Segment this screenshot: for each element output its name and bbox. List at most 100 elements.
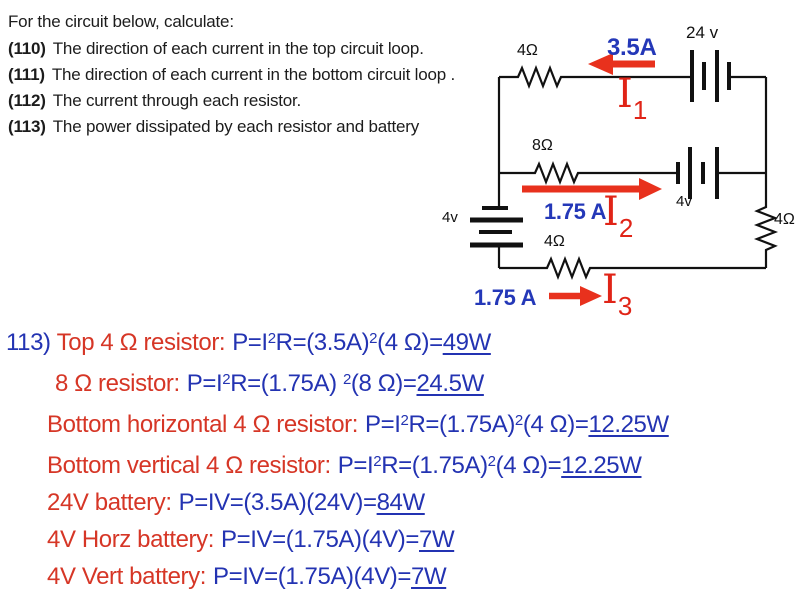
arrow-head	[580, 286, 602, 306]
equation-part: (4 Ω)=	[377, 329, 443, 356]
solution-label: 4V Vert battery:	[47, 563, 207, 590]
problem-item: (113) The power dissipated by each resist…	[8, 114, 488, 140]
current-symbol: I	[617, 71, 633, 117]
solution-result: 49W	[442, 329, 492, 356]
current-value-i1: 3.5A	[607, 34, 657, 61]
solution-result: 12.25W	[561, 452, 642, 479]
equation-superscript: 2	[400, 412, 409, 429]
problem-item-text: The current through each resistor.	[52, 91, 302, 110]
solution-line-bottom-horizontal-4ohm: Bottom horizontal 4 Ω resistor:P=I2R=(1.…	[6, 402, 786, 443]
solution-equation: P=I2R=(1.75A)2(4 Ω)=12.25W	[365, 411, 669, 438]
solution-label: 8 Ω resistor:	[55, 370, 180, 397]
battery-4v-vertical	[470, 206, 523, 248]
battery-label-24v: 24 v	[686, 23, 719, 42]
equation-superscript: 2	[514, 412, 523, 429]
equation-part: P=I	[365, 411, 401, 438]
equation-superscript: 2	[267, 330, 276, 347]
equation-superscript: 2	[342, 371, 351, 388]
arrow-head	[588, 53, 613, 75]
problem-item-text: The power dissipated by each resistor an…	[52, 117, 420, 136]
equation-superscript: 2	[373, 453, 382, 470]
equation-part: P=IV=(1.75A)(4V)=	[221, 526, 419, 553]
current-value-i2: 1.75 A	[544, 199, 607, 224]
problem-item-number: (111)	[8, 65, 45, 84]
problem-title: For the circuit below, calculate:	[8, 12, 234, 31]
solution-result: 7W	[411, 563, 447, 590]
solution-equation: P=I2R=(3.5A)2(4 Ω)=49W	[232, 329, 491, 356]
solution-label: Bottom vertical 4 Ω resistor:	[47, 452, 331, 479]
problem-item-number: (112)	[8, 91, 46, 110]
current-arrow-i1	[588, 53, 655, 75]
right-wire-and-resistor	[753, 77, 779, 268]
current-symbol: I	[602, 267, 618, 313]
problem-item-text: The direction of each current in the top…	[52, 39, 424, 58]
circuit-diagram	[470, 50, 779, 306]
solution-result: 7W	[419, 526, 455, 553]
middle-wire-and-resistor	[499, 160, 766, 186]
equation-part: (4 Ω)=	[495, 452, 562, 479]
bottom-wire-and-resistor	[499, 255, 766, 281]
problem-item-number: (110)	[8, 39, 46, 58]
current-subscript: 2	[618, 213, 634, 243]
equation-part: (8 Ω)=	[350, 370, 417, 397]
equation-part: P=I	[337, 452, 374, 479]
battery-label-4v-vert: 4v	[442, 209, 458, 226]
solution-equation: P=IV=(3.5A)(24V)=84W	[178, 489, 426, 516]
resistor-label-bottom-4ohm: 4Ω	[544, 233, 565, 250]
solution-equation: P=I2R=(1.75A) 2(8 Ω)=24.5W	[187, 370, 484, 397]
equation-part: P=I	[232, 329, 268, 356]
current-subscript: 3	[617, 291, 633, 321]
solution-line-4v-horz-battery: 4V Horz battery:P=IV=(1.75A)(4V)=7W	[6, 521, 786, 558]
equation-superscript: 2	[487, 453, 496, 470]
arrow-head	[639, 178, 662, 200]
equation-part: P=I	[186, 370, 223, 397]
current-subscript: 1	[632, 95, 648, 125]
problem-item: (112) The current through each resistor.	[8, 88, 488, 114]
equation-superscript: 2	[222, 371, 231, 388]
solution-equation: P=IV=(1.75A)(4V)=7W	[221, 526, 455, 553]
problem-item: (111) The direction of each current in th…	[8, 62, 488, 88]
solution-prefix: 113)	[6, 329, 51, 356]
equation-part: P=IV=(1.75A)(4V)=	[213, 563, 412, 590]
problem-item: (110) The direction of each current in th…	[8, 36, 488, 62]
solution-label: 4V Horz battery:	[47, 526, 215, 553]
solution-equation: P=IV=(1.75A)(4V)=7W	[213, 563, 447, 590]
current-arrow-i3	[549, 286, 602, 306]
equation-part: R=(1.75A)	[408, 411, 515, 438]
equation-part: R=(1.75A)	[230, 370, 343, 397]
current-value-i3: 1.75 A	[474, 285, 537, 310]
problem-item-number: (113)	[8, 117, 46, 136]
solution-line-top-4ohm-resistor: 113)Top 4 Ω resistor:P=I2R=(3.5A)2(4 Ω)=…	[6, 320, 786, 361]
battery-4v-horizontal	[676, 147, 719, 199]
solution-line-bottom-vertical-4ohm: Bottom vertical 4 Ω resistor:P=I2R=(1.75…	[6, 443, 786, 484]
solution-label: Top 4 Ω resistor:	[56, 329, 226, 356]
equation-part: P=IV=(3.5A)(24V)=	[178, 489, 377, 516]
resistor-label-top-4ohm: 4Ω	[517, 42, 538, 59]
equation-part: R=(3.5A)	[275, 329, 370, 356]
current-arrow-i2	[522, 178, 662, 200]
resistor-label-right-4ohm: 4Ω	[774, 211, 795, 228]
battery-24v	[690, 50, 731, 102]
solution-list: 113)Top 4 Ω resistor:P=I2R=(3.5A)2(4 Ω)=…	[6, 320, 786, 595]
resistor-label-8ohm: 8Ω	[532, 137, 553, 154]
equation-superscript: 2	[369, 330, 378, 347]
equation-part: (4 Ω)=	[522, 411, 589, 438]
solution-equation: P=I2R=(1.75A)2(4 Ω)=12.25W	[338, 452, 642, 479]
problem-statement: For the circuit below, calculate: (110) T…	[8, 10, 488, 140]
solution-result: 24.5W	[416, 370, 484, 397]
solution-line-8ohm-resistor: 8 Ω resistor:P=I2R=(1.75A) 2(8 Ω)=24.5W	[6, 361, 786, 402]
solution-result: 12.25W	[588, 411, 669, 438]
current-label-i3: I3	[602, 270, 632, 319]
current-label-i1: I1	[617, 74, 647, 123]
solution-line-24v-battery: 24V battery:P=IV=(3.5A)(24V)=84W	[6, 484, 786, 521]
solution-label: Bottom horizontal 4 Ω resistor:	[47, 411, 359, 438]
top-wire-and-resistor	[499, 64, 766, 90]
solution-result: 84W	[376, 489, 426, 516]
current-symbol: I	[603, 189, 619, 235]
equation-part: R=(1.75A)	[381, 452, 488, 479]
solution-line-4v-vert-battery: 4V Vert battery:P=IV=(1.75A)(4V)=7W	[6, 558, 786, 595]
battery-label-4v-horz: 4v	[676, 193, 692, 210]
problem-item-text: The direction of each current in the bot…	[51, 65, 456, 84]
solution-label: 24V battery:	[47, 489, 172, 516]
